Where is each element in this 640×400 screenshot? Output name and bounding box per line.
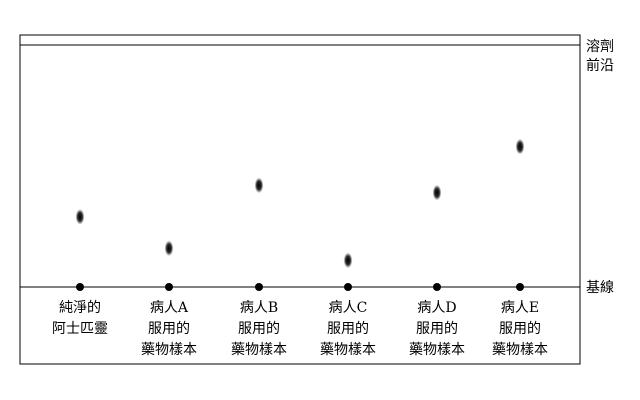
spot-lane-6 (515, 138, 525, 155)
lane-5-label-line-1: 病人D (417, 300, 456, 316)
lane-6-label-line-3: 藥物樣本 (492, 341, 548, 358)
lane-4-label-line-3: 藥物樣本 (320, 341, 376, 358)
tlc-plate (19, 34, 581, 365)
solvent-front-label-line1: 溶劑 (586, 38, 614, 55)
lane-5-label-line-3: 藥物樣本 (409, 341, 465, 358)
lane-5-label-line-2: 服用的 (416, 321, 458, 337)
origin-dot-lane-1 (76, 283, 84, 291)
spot-lane-2 (164, 240, 174, 257)
spot-lane-5 (432, 184, 442, 201)
spot-lane-1 (75, 208, 85, 225)
lane-4-label-line-1: 病人C (329, 300, 368, 316)
lane-6-label-line-2: 服用的 (499, 321, 541, 337)
lane-4-label-line-2: 服用的 (327, 321, 369, 337)
origin-dot-lane-6 (516, 283, 524, 291)
solvent-front-label-line2: 前沿 (586, 57, 614, 74)
origin-dot-lane-5 (433, 283, 441, 291)
lane-3-label-line-1: 病人B (240, 300, 278, 316)
origin-dot-lane-4 (344, 283, 352, 291)
lane-3-label-line-3: 藥物樣本 (231, 341, 287, 358)
baseline-label: 基線 (586, 279, 614, 296)
origin-dot-lane-3 (255, 283, 263, 291)
lane-2-label-line-3: 藥物樣本 (141, 341, 197, 358)
lane-6-label-line-1: 病人E (501, 300, 539, 316)
origin-dot-lane-2 (165, 283, 173, 291)
lane-3-label-line-2: 服用的 (238, 321, 280, 337)
lane-1-label-line-2: 阿士匹靈 (52, 321, 108, 337)
spot-lane-4 (343, 252, 353, 269)
spot-lane-3 (254, 177, 264, 194)
lane-2-label-line-2: 服用的 (148, 321, 190, 337)
lane-1-label-line-1: 純淨的 (59, 300, 101, 316)
lane-2-label-line-1: 病人A (150, 300, 189, 316)
